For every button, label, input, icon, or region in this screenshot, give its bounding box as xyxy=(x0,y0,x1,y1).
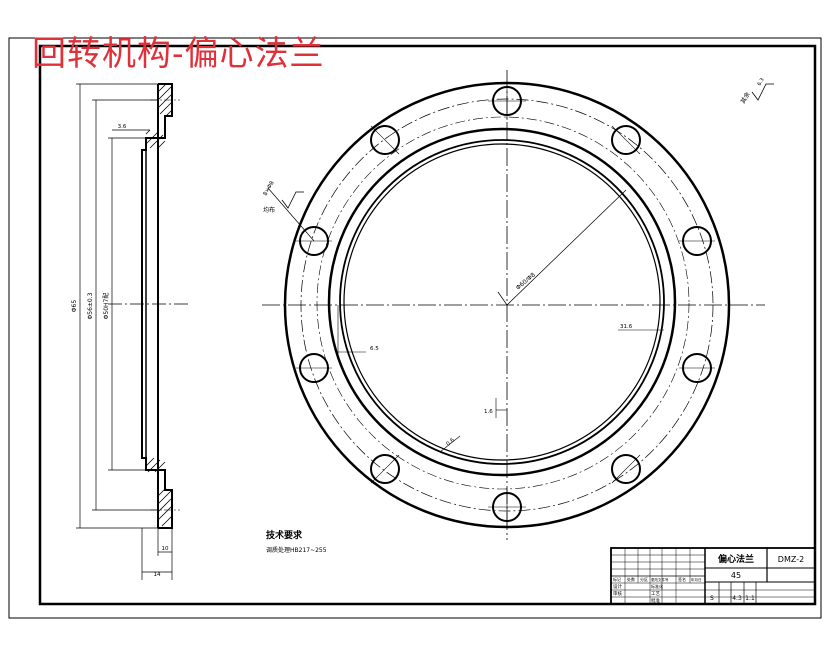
label-roughness-top: 其余 xyxy=(739,91,752,105)
tb-row-label: 年月日 xyxy=(691,577,702,582)
title-block xyxy=(610,547,816,605)
roughness-symbol-left xyxy=(281,191,304,209)
label-roughness-val: 6.3 xyxy=(757,77,766,87)
label-diameter: Φ60/Φ8 xyxy=(515,271,537,291)
tb-weight: 4.3 xyxy=(732,595,742,602)
side-dim-lines xyxy=(76,83,173,580)
notes-line1: 调质处理HB217~255 xyxy=(266,546,327,554)
label-chamfer-note: 0.6 xyxy=(445,437,456,448)
dim-bore-diameter: Φ50H7配 xyxy=(103,293,110,320)
tb-row-label: 处数 xyxy=(627,576,635,582)
label-offset-left: 6.5 xyxy=(370,346,379,352)
front-view xyxy=(262,70,774,540)
tb-row-label: 签名 xyxy=(678,576,686,582)
bolt-hole xyxy=(611,125,641,155)
tb-row-label: 分区 xyxy=(640,576,648,582)
front-labels: Φ60/Φ8 31.6 6.5 1.6 0.6 8×Φ8 均布 其余 6.3 xyxy=(263,77,766,447)
hatch-bottom xyxy=(145,457,173,527)
inner-bore-edge xyxy=(343,143,661,461)
drawing-frame xyxy=(38,44,817,606)
bolt-hole xyxy=(370,454,400,484)
bolt-holes xyxy=(299,86,712,522)
dim-chamfer: 3.6 xyxy=(118,124,127,130)
label-r-inner: 31.6 xyxy=(620,324,633,330)
inner-step-circle xyxy=(327,127,677,477)
holes-leader xyxy=(267,187,315,242)
roughness-symbol xyxy=(751,83,774,101)
label-offset-bottom: 1.6 xyxy=(484,409,493,415)
bolt-hole xyxy=(611,454,641,484)
side-view: Φ65 Φ56±0.3 Φ50H7配 14 10 3.6 xyxy=(71,83,190,580)
dim-thickness: 14 xyxy=(154,572,161,578)
diameter-leader xyxy=(506,189,627,306)
hatch-top xyxy=(145,83,173,150)
tb-row-label: 更改文件号 xyxy=(651,577,669,582)
tb-material: 45 xyxy=(731,571,741,580)
diameter-leader-ext xyxy=(497,291,508,306)
title-block-text: 偏心法兰 45 DMZ-2 S 4.3 1:1 标记 处数 分区 更改文件号 签… xyxy=(613,553,804,604)
tb-part-name: 偏心法兰 xyxy=(718,553,754,565)
notes-heading: 技术要求 xyxy=(266,529,303,541)
tb-row-label: 工艺 xyxy=(651,591,660,597)
inner-bore-circle xyxy=(339,139,665,465)
tb-row-label: 批准 xyxy=(651,597,660,604)
label-holes-2: 均布 xyxy=(263,206,275,214)
tb-drawing-no: DMZ-2 xyxy=(778,555,804,564)
chamfer-leader xyxy=(439,435,461,453)
tb-row-label: 标记 xyxy=(613,576,621,582)
dim-hub: 10 xyxy=(162,546,169,552)
dim-overall-diameter: Φ65 xyxy=(71,300,78,313)
dim-inner-diameter: Φ56±0.3 xyxy=(87,292,94,319)
tb-row-label: 设计 xyxy=(613,583,622,590)
page-title: 回转机构-偏心法兰 xyxy=(32,34,325,74)
tb-scale: 1:1 xyxy=(745,595,755,602)
tb-row-label: 标准化 xyxy=(651,583,663,589)
tb-stage: S xyxy=(710,595,714,602)
outer-border xyxy=(8,37,822,619)
inner-pitch-circle xyxy=(316,116,690,490)
bolt-hole xyxy=(370,125,400,155)
tb-row-label: 审核 xyxy=(613,590,622,597)
